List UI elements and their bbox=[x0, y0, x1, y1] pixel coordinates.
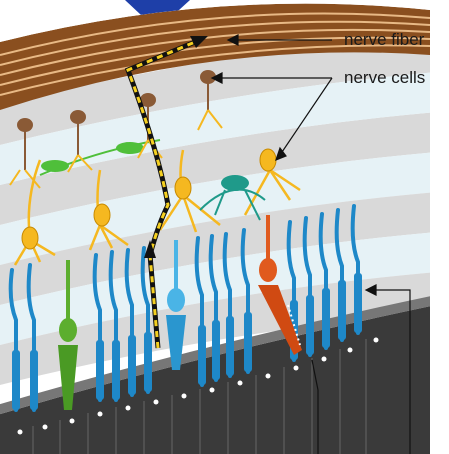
nerve-fiber-label: nerve fiber bbox=[344, 30, 424, 50]
nerve-cells-label: nerve cells bbox=[344, 68, 425, 88]
